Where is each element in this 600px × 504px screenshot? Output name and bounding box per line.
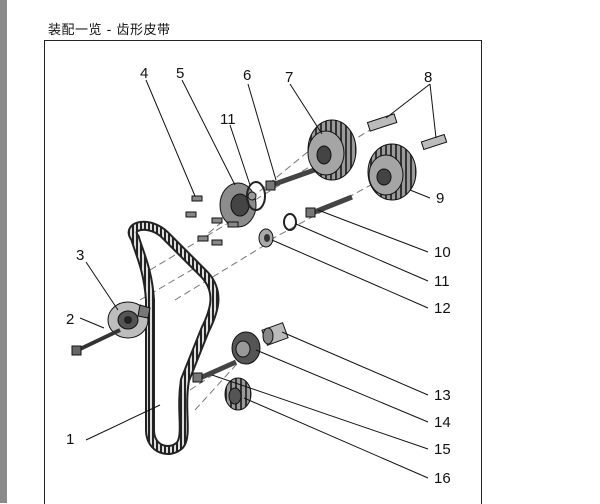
- callout-13: 13: [434, 387, 451, 404]
- callout-labels: 1 2 3 4 5 6 7 8 9 10 11 11 12 13 14 15 1…: [66, 65, 451, 487]
- callout-12: 12: [434, 300, 451, 317]
- callout-15: 15: [434, 441, 451, 458]
- camshaft-bolt: [265, 165, 321, 191]
- small-bolts: [185, 195, 239, 246]
- callout-16: 16: [434, 470, 451, 487]
- callout-5: 5: [176, 65, 184, 82]
- idler-roller: [261, 322, 289, 346]
- callout-11-lower: 11: [434, 273, 450, 290]
- crankshaft-sprocket: [224, 377, 252, 411]
- o-ring-upper: [246, 181, 266, 211]
- callout-7: 7: [285, 69, 293, 86]
- o-ring-lower: [283, 213, 297, 231]
- camshaft-sprocket-2: [367, 143, 417, 201]
- callout-1: 1: [66, 431, 74, 448]
- callout-9: 9: [436, 190, 444, 207]
- callout-10: 10: [434, 244, 451, 261]
- callout-6: 6: [243, 67, 251, 84]
- pulley-bolt: [192, 359, 238, 383]
- figure-frame: [44, 40, 482, 504]
- seal: [258, 228, 274, 248]
- deflection-pulley: [231, 331, 261, 365]
- camshaft-sprocket-1: [307, 119, 357, 181]
- sleeves: [366, 113, 448, 151]
- timing-belt: [127, 220, 220, 455]
- leader-lines: [79, 79, 437, 479]
- callout-14: 14: [434, 414, 451, 431]
- page-title: 装配一览 - 齿形皮带: [48, 23, 171, 38]
- callout-3: 3: [76, 247, 84, 264]
- callout-11-upper: 11: [220, 111, 236, 128]
- callout-8: 8: [424, 69, 432, 86]
- left-gray-bar: [0, 0, 7, 503]
- tensioner-bolt: [71, 328, 121, 356]
- pump-housing: [219, 182, 257, 228]
- callout-2: 2: [66, 311, 74, 328]
- callout-4: 4: [140, 65, 148, 82]
